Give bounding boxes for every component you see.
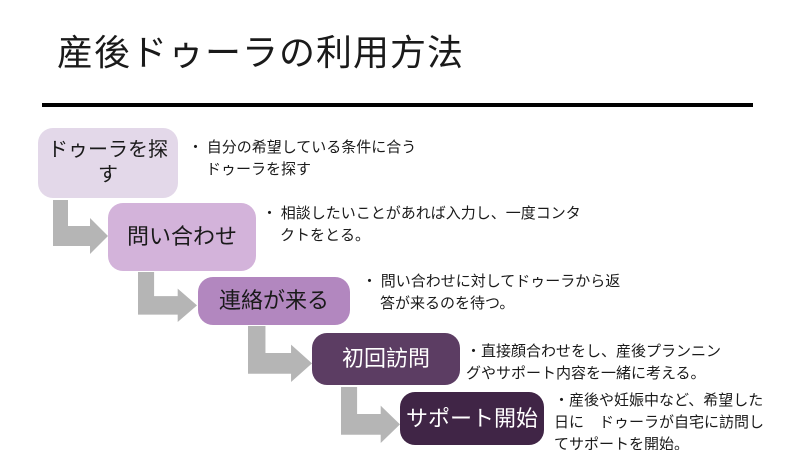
flow-step-3-description: ・ 問い合わせに対してドゥーラから返 答が来るのを待つ。: [362, 271, 620, 315]
elbow-arrow-shape: [138, 272, 197, 322]
flow-step-5-description: ・産後や妊娠中など、希望した 日に ドゥーラが自宅に訪問し てサポートを開始。: [554, 390, 764, 450]
flow-step-5-box: サポート開始: [400, 392, 544, 445]
flow-step-3-box: 連絡が来る: [198, 277, 350, 325]
flow-step-4-label: 初回訪問: [341, 346, 430, 372]
flow-step-3-label: 連絡が来る: [218, 288, 329, 314]
flow-step-4-description: ・直接顔合わせをし、産後プランニン グやサポート内容を一緒に考える。: [466, 341, 721, 385]
flow-step-1-description: ・ 自分の希望している条件に合う ドゥーラを探す: [188, 137, 416, 181]
slide-title: 産後ドゥーラの利用方法: [57, 33, 465, 73]
flow-step-1-box: ドゥーラを探す: [38, 128, 178, 198]
description-line: ・ 問い合わせに対してドゥーラから返: [362, 274, 621, 290]
description-line: ・ 相談したいことがあれば入力し、一度コンタ: [262, 206, 581, 222]
elbow-arrow-icon: [53, 200, 108, 254]
elbow-arrow-icon: [138, 272, 197, 322]
flow-step-4-box: 初回訪問: [312, 333, 460, 385]
flow-step-2-label: 問い合わせ: [126, 224, 237, 250]
description-line: 日に ドゥーラが自宅に訪問し: [554, 415, 765, 431]
description-line: ・直接顔合わせをし、産後プランニン: [466, 344, 722, 360]
description-line: クトをとる。: [280, 228, 371, 244]
elbow-arrow-shape: [53, 200, 108, 254]
description-line: グやサポート内容を一緒に考える。: [466, 366, 706, 382]
title-underline: [42, 103, 753, 107]
elbow-arrow-icon: [248, 326, 312, 382]
description-line: 答が来るのを待つ。: [380, 296, 515, 312]
elbow-arrow-shape: [341, 387, 400, 443]
description-line: ・産後や妊娠中など、希望した: [554, 393, 764, 409]
flow-step-1-label: ドゥーラを探す: [48, 139, 168, 186]
elbow-arrow-shape: [248, 326, 312, 382]
flow-step-2-description: ・ 相談したいことがあれば入力し、一度コンタ クトをとる。: [262, 203, 581, 247]
flow-step-5-label: サポート開始: [405, 405, 538, 431]
description-line: ・ 自分の希望している条件に合う: [188, 140, 417, 156]
description-line: ドゥーラを探す: [206, 162, 312, 178]
elbow-arrow-icon: [341, 387, 400, 443]
flow-step-2-box: 問い合わせ: [108, 203, 256, 271]
description-line: てサポートを開始。: [554, 437, 690, 450]
